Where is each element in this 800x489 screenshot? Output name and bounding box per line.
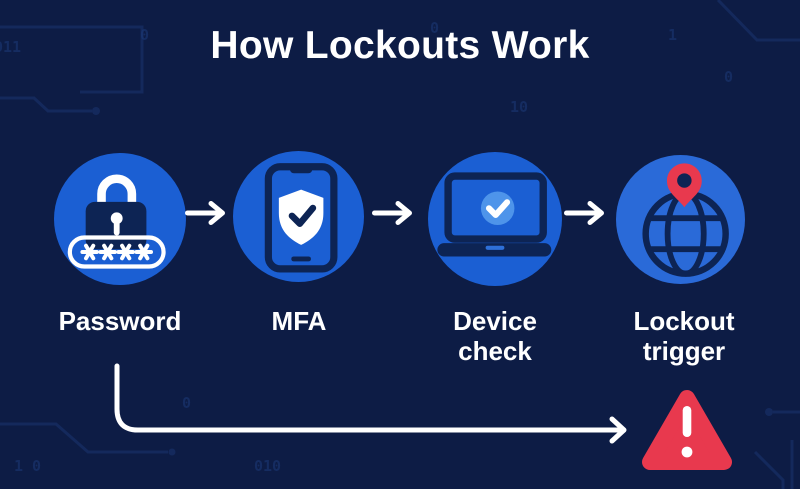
laptop-base-notch [485, 245, 505, 250]
phone-home-bar [291, 256, 311, 262]
step-circle-device-check [428, 152, 562, 286]
laptop-check-icon [437, 172, 552, 257]
flow-arrow-icon [185, 201, 225, 225]
background-digit: 1 0 [14, 457, 41, 475]
padlock-password-icon [67, 174, 166, 269]
phone-shield-check-icon [264, 163, 338, 273]
phone-notch [289, 165, 313, 174]
background-digit: 10 [510, 98, 528, 116]
page-title: How Lockouts Work [210, 24, 590, 67]
flow-arrow-icon [372, 201, 412, 225]
step-circle-mfa [233, 151, 364, 282]
checkmark [485, 199, 511, 218]
location-pin-hole [677, 173, 692, 188]
exclamation-dot [681, 446, 693, 458]
background-digit: 0 [182, 394, 191, 412]
globe-meridian [664, 190, 707, 277]
arrowhead [609, 416, 627, 444]
warning-triangle-icon [642, 390, 732, 470]
background-digit: 0 [724, 68, 733, 86]
background-digit: 0 [140, 26, 149, 44]
shield-checkmark [288, 204, 317, 227]
step-label-password: Password [58, 306, 182, 336]
step-label-mfa: MFA [271, 306, 327, 336]
password-field-pill [67, 235, 166, 269]
globe-location-pin-icon [642, 163, 729, 277]
background-digit: 1 [668, 26, 677, 44]
bypass-arrow-connector [114, 363, 627, 444]
background-digit: 011 [0, 38, 21, 56]
lock-shackle [97, 174, 137, 213]
step-circle-lockout-trigger [616, 155, 745, 284]
step-label-lockout-trigger: Lockout trigger [633, 306, 735, 366]
step-label-device-check: Device check [453, 306, 537, 366]
globe [642, 190, 729, 277]
background-digit: 010 [254, 457, 281, 475]
exclamation-bar [682, 406, 692, 437]
flow-arrow-icon [564, 201, 604, 225]
keyhole [110, 212, 123, 225]
background-digit: 0 [430, 19, 439, 37]
step-circle-password [54, 153, 186, 285]
laptop-screen [444, 172, 547, 243]
keyhole-slot [113, 220, 120, 236]
